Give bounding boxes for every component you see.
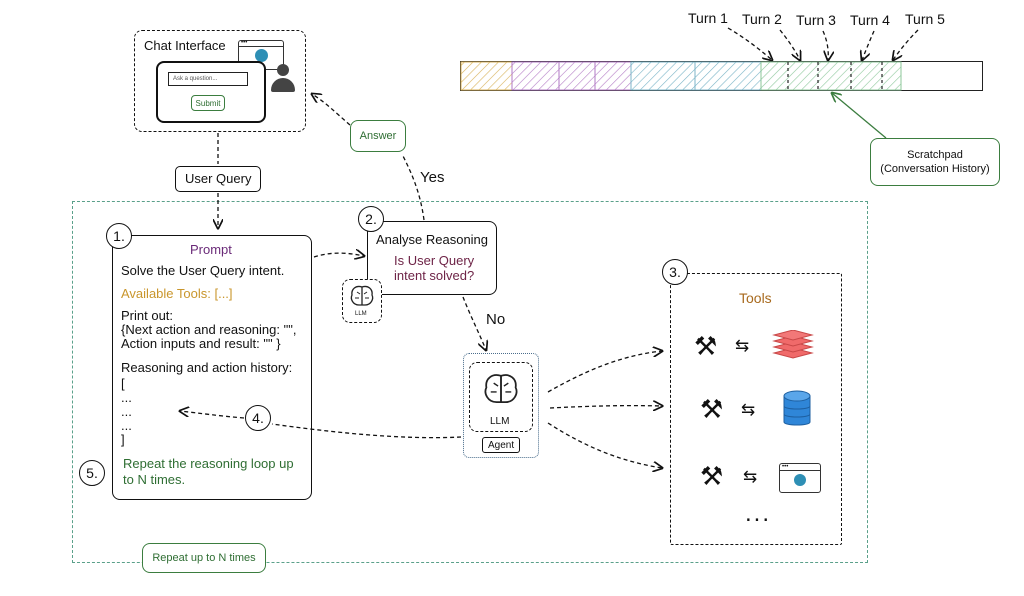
prompt-history-line: ... bbox=[121, 404, 132, 419]
arrow-turn-1 bbox=[727, 27, 772, 60]
hammer-wrench-icon: ⚒ bbox=[700, 394, 724, 424]
web-browser-icon: ••• bbox=[779, 463, 821, 493]
tools-panel bbox=[670, 273, 842, 545]
scratchpad-segment-group bbox=[460, 61, 902, 91]
globe-icon bbox=[794, 474, 806, 486]
arrow-turn-3 bbox=[822, 30, 828, 60]
turn-label: Turn 2 bbox=[742, 11, 782, 27]
globe-icon bbox=[255, 49, 268, 62]
analyse-question: intent solved? bbox=[394, 268, 475, 283]
arrow-agent-to-tool bbox=[547, 422, 662, 468]
loop-region bbox=[72, 201, 868, 563]
hammer-wrench-icon: ⚒ bbox=[700, 461, 724, 491]
prompt-print-line: Print out: bbox=[121, 308, 174, 323]
step-3-badge: 3. bbox=[662, 259, 688, 285]
agent-panel bbox=[463, 353, 539, 458]
step-1-badge: 1. bbox=[106, 223, 132, 249]
arrow-turn-5 bbox=[893, 29, 919, 60]
database-icon bbox=[783, 390, 811, 433]
more-tools-ellipsis: ... bbox=[745, 500, 772, 527]
scratchpad-sublabel: (Conversation History) bbox=[880, 163, 990, 175]
prompt-print-line: {Next action and reasoning: "", bbox=[121, 322, 297, 337]
answer-pill: Answer bbox=[350, 120, 406, 152]
user-query-box bbox=[175, 166, 261, 192]
scratchpad-label-box: Scratchpad (Conversation History) bbox=[870, 138, 1000, 186]
step-2-badge: 2. bbox=[358, 206, 384, 232]
prompt-print-line: Action inputs and result: "" } bbox=[121, 336, 281, 351]
step-4-badge: 4. bbox=[245, 405, 271, 431]
prompt-history-line: ... bbox=[121, 418, 132, 433]
prompt-title: Prompt bbox=[190, 242, 232, 257]
turn-label: Turn 4 bbox=[850, 12, 890, 28]
exchange-icon: ⇆ bbox=[735, 336, 750, 355]
chat-interface-panel bbox=[134, 30, 306, 132]
prompt-history-line: ... bbox=[121, 390, 132, 405]
analyse-question: Is User Query bbox=[394, 253, 475, 268]
turn-label: Turn 1 bbox=[688, 10, 728, 26]
llm-small-label: LLM bbox=[355, 311, 367, 317]
arrow-no-to-agent bbox=[462, 296, 486, 350]
brain-icon bbox=[482, 370, 520, 413]
brain-icon bbox=[349, 284, 375, 313]
question-input[interactable]: Ask a question... bbox=[168, 72, 248, 86]
analyse-title: Analyse Reasoning bbox=[376, 232, 489, 247]
chat-window bbox=[156, 61, 266, 123]
submit-button[interactable]: Submit bbox=[191, 95, 225, 111]
arrow-agent-to-prompt bbox=[180, 411, 245, 419]
prompt-history-title: Reasoning and action history: bbox=[121, 360, 293, 375]
repeat-n-times-pill: Repeat up to N times bbox=[142, 543, 266, 573]
agent-label-box bbox=[482, 437, 520, 453]
turn-label: Turn 5 bbox=[905, 11, 945, 27]
prompt-available-tools: Available Tools: [...] bbox=[121, 286, 233, 301]
turn-label: Turn 3 bbox=[796, 12, 836, 28]
exchange-icon: ⇆ bbox=[741, 400, 756, 419]
arrow-answer-to-chat bbox=[312, 94, 351, 126]
exchange-icon: ⇆ bbox=[743, 467, 758, 486]
no-label: No bbox=[486, 311, 506, 328]
agent-label: Agent bbox=[488, 440, 515, 451]
arrow-turn-4 bbox=[862, 30, 875, 60]
agent-llm-label: LLM bbox=[490, 416, 510, 427]
arrow-agent-to-tool bbox=[549, 406, 662, 408]
chat-interface-title: Chat Interface bbox=[144, 38, 226, 53]
scratchpad-label: Scratchpad bbox=[907, 149, 963, 161]
arrow-yes-to-answer bbox=[401, 153, 425, 221]
layers-icon bbox=[772, 329, 814, 365]
tools-title: Tools bbox=[739, 290, 772, 306]
user-avatar-icon bbox=[270, 64, 296, 98]
step-5-badge: 5. bbox=[79, 460, 105, 486]
arrow-agent-to-tool bbox=[547, 351, 662, 393]
agent-llm-box bbox=[469, 362, 533, 432]
prompt-intent-line: Solve the User Query intent. bbox=[121, 263, 285, 278]
arrow-prompt-to-analyse bbox=[313, 253, 364, 257]
prompt-history-line: [ bbox=[121, 376, 125, 391]
arrow-scratchpad-pointer bbox=[832, 93, 887, 139]
prompt-history-line: ] bbox=[121, 432, 125, 447]
user-query-label: User Query bbox=[185, 171, 252, 186]
arrow-turn-2 bbox=[779, 29, 800, 60]
hammer-wrench-icon: ⚒ bbox=[694, 331, 718, 361]
yes-label: Yes bbox=[420, 169, 445, 186]
prompt-repeat-line: Repeat the reasoning loop up bbox=[123, 456, 294, 471]
prompt-box bbox=[112, 235, 312, 500]
analyse-reasoning-box bbox=[367, 221, 497, 295]
prompt-repeat-line: to N times. bbox=[123, 472, 186, 487]
arrow-agent-to-prompt bbox=[271, 423, 462, 439]
